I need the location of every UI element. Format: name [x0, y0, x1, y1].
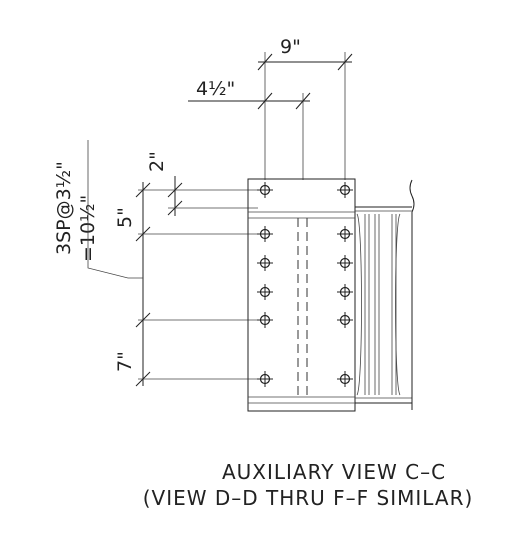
dim-9in-label: 9": [280, 36, 301, 58]
dim-2in-label: 2": [146, 151, 168, 172]
bolt-symbol: [337, 182, 353, 198]
caption-title: AUXILIARY VIEW C–C: [222, 460, 446, 484]
bolt-symbol: [337, 312, 353, 328]
vertical-dimension-chain: 2" 5" 7": [114, 151, 258, 387]
dim-9in: 9": [257, 36, 353, 180]
bolt-symbol: [337, 226, 353, 242]
spacing-note-line1: 3SP@3½": [53, 161, 75, 255]
bolt-symbol: [257, 312, 273, 328]
bolt-symbol: [337, 255, 353, 271]
dim-5in-label: 5": [114, 207, 136, 228]
bolt-symbol: [257, 284, 273, 300]
bolt-symbol: [257, 182, 273, 198]
beam-section: [355, 179, 415, 410]
bolt-symbol: [337, 284, 353, 300]
bolt-symbol: [257, 255, 273, 271]
bolt-symbol: [257, 226, 273, 242]
dim-4-half-label: 4½": [196, 78, 235, 100]
bolt-pattern: [257, 182, 353, 387]
bolt-symbol: [257, 371, 273, 387]
dim-4-half-in: 4½": [188, 78, 311, 180]
bolt-symbol: [337, 371, 353, 387]
caption-subtitle: (VIEW D–D THRU F–F SIMILAR): [143, 486, 474, 510]
bolt-spacing-note: 3SP@3½" =10½": [53, 140, 143, 279]
connection-plate: [247, 178, 356, 412]
dim-7in-label: 7": [114, 351, 136, 372]
